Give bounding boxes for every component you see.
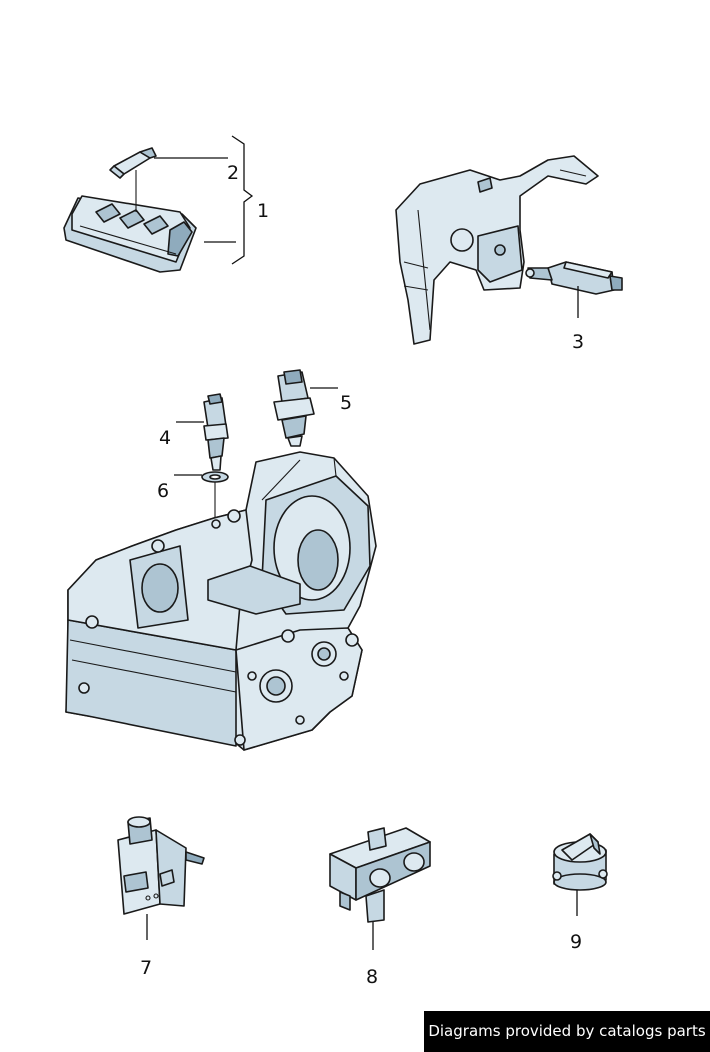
callout-9: 9 — [570, 931, 582, 953]
callout-6: 6 — [157, 480, 169, 502]
attribution-banner: Diagrams provided by catalogs parts — [424, 1011, 710, 1052]
part-9-knob — [552, 833, 608, 891]
part-7-switch — [117, 816, 205, 915]
part-2-bulb — [109, 147, 157, 179]
callout-4: 4 — [159, 427, 171, 449]
callout-3: 3 — [572, 331, 584, 353]
callout-5: 5 — [340, 392, 352, 414]
part-1-housing — [63, 195, 197, 273]
part-5-sensor — [273, 369, 315, 447]
callout-1: 1 — [257, 200, 269, 222]
part-8-switch — [329, 827, 431, 923]
part-4-sensor — [203, 393, 229, 471]
part-6-washer — [201, 471, 229, 483]
callout-8: 8 — [366, 966, 378, 988]
part-3-assembly — [395, 155, 599, 345]
callout-2: 2 — [227, 162, 239, 184]
part-3-switch — [525, 261, 623, 295]
transmission-housing — [65, 451, 377, 751]
callout-7: 7 — [140, 957, 152, 979]
bracket-1 — [231, 135, 254, 265]
